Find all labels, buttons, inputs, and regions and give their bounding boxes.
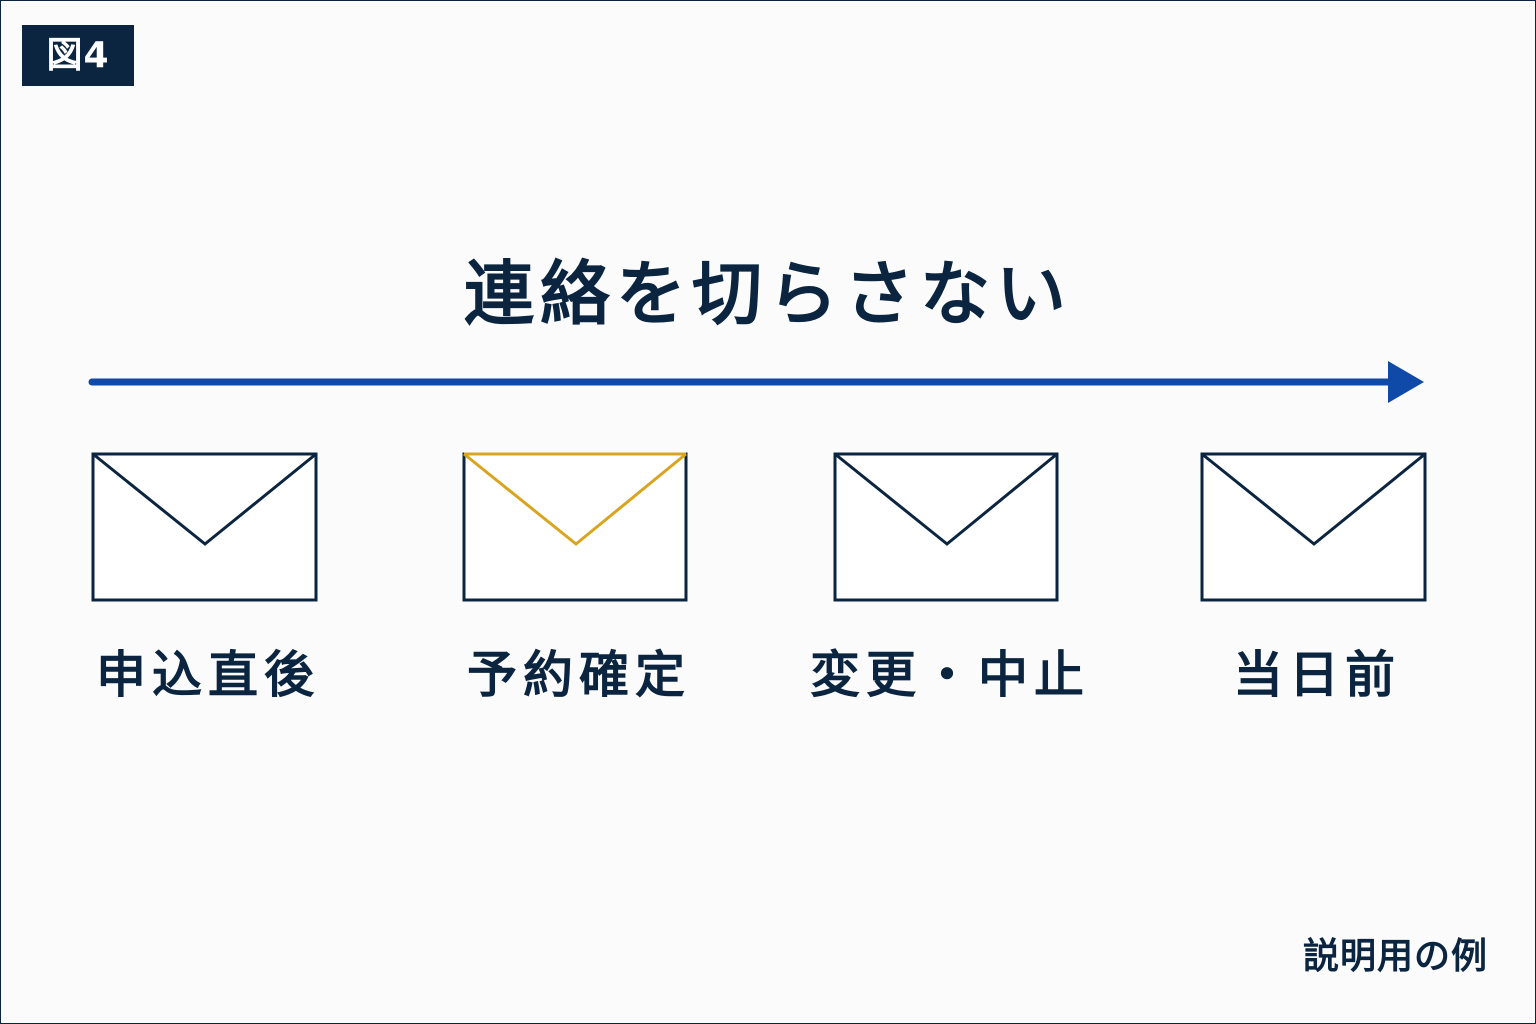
envelope-icon (1200, 452, 1427, 602)
step-label: 変更・中止 (810, 646, 1090, 704)
step-label: 予約確定 (467, 646, 691, 704)
step-3: 変更・中止 (810, 452, 1084, 712)
step-label: 当日前 (1233, 646, 1401, 704)
diagram-title: 連絡を切らさない (464, 253, 1072, 335)
step-2: 予約確定 (462, 452, 694, 712)
envelope-icon (91, 452, 318, 602)
step-label: 申込直後 (96, 646, 320, 704)
footnote: 説明用の例 (1302, 936, 1488, 977)
figure-label-badge: 図4 (22, 25, 134, 86)
envelope-icon (833, 452, 1059, 602)
envelope-icon-highlighted (462, 452, 688, 602)
step-4: 当日前 (1200, 452, 1432, 712)
step-1: 申込直後 (91, 452, 323, 712)
